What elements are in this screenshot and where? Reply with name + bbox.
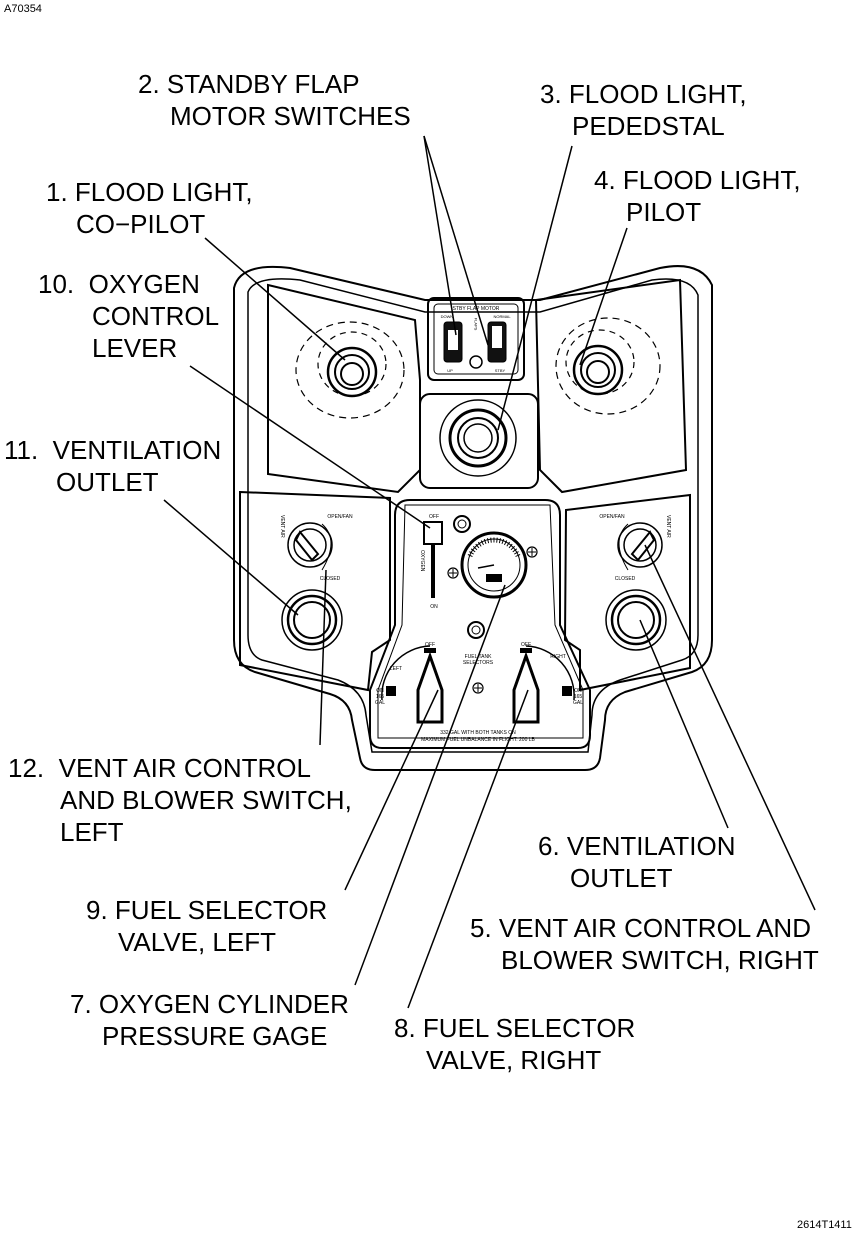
stby-flap-motor-panel: STBY FLAP MOTOR DOWN NORMAL FLAPS UP STB… bbox=[427, 297, 525, 381]
svg-text:STBY FLAP MOTOR: STBY FLAP MOTOR bbox=[453, 306, 500, 312]
leader-7 bbox=[354, 584, 506, 986]
callout-4: 4. FLOOD LIGHT, PILOT bbox=[594, 165, 801, 227]
callout-9: 9. FUEL SELECTOR VALVE, LEFT bbox=[86, 895, 328, 957]
fuel-selector-left: OFF LEFT ON 165 GAL bbox=[375, 642, 444, 724]
fuel-note-2: MAXIMUM FUEL UNBALANCE IN FLIGHT: 200 LB bbox=[421, 737, 535, 743]
svg-text:GAL: GAL bbox=[375, 700, 385, 706]
svg-text:UP: UP bbox=[447, 368, 453, 373]
leader-2a bbox=[423, 135, 457, 336]
svg-text:FLAPS: FLAPS bbox=[474, 318, 479, 331]
svg-text:VENT AIR: VENT AIR bbox=[279, 515, 285, 538]
leader-6 bbox=[639, 619, 729, 829]
svg-text:OXYGEN: OXYGEN bbox=[419, 550, 425, 572]
svg-text:OFF: OFF bbox=[425, 642, 435, 648]
leader-3 bbox=[497, 145, 573, 431]
lower-right-panel bbox=[563, 493, 691, 692]
leader-12 bbox=[319, 569, 327, 746]
svg-text:CLOSED: CLOSED bbox=[320, 576, 341, 582]
svg-text:OPEN/FAN: OPEN/FAN bbox=[599, 514, 625, 520]
svg-text:165: 165 bbox=[376, 694, 385, 700]
callout-12: 12. VENT AIR CONTROL AND BLOWER SWITCH, … bbox=[8, 753, 352, 847]
vent-air-control-right: VENT AIR OPEN/FAN CLOSED bbox=[599, 514, 671, 582]
leader-9 bbox=[344, 689, 439, 891]
svg-text:OFF: OFF bbox=[429, 514, 439, 520]
svg-text:LEFT: LEFT bbox=[390, 666, 402, 672]
leader-2b bbox=[423, 135, 489, 346]
svg-text:165: 165 bbox=[574, 694, 583, 700]
oxygen-knob bbox=[453, 515, 471, 533]
pedestal-inner-outline bbox=[247, 278, 699, 753]
leader-lines bbox=[163, 135, 816, 1009]
center-panel-inner bbox=[377, 504, 584, 739]
leader-1 bbox=[204, 237, 346, 361]
upper-right-panel bbox=[534, 278, 688, 494]
fuel-selector-right: OFF RIGHT ON 165 GAL bbox=[512, 642, 583, 724]
leader-10 bbox=[189, 365, 431, 529]
sheet-reference: 2614T1411 bbox=[797, 1219, 852, 1231]
svg-text:DOWN: DOWN bbox=[441, 314, 454, 319]
figure-id: A70354 bbox=[4, 3, 42, 15]
ventilation-outlet-left bbox=[281, 589, 343, 651]
callout-7: 7. OXYGEN CYLINDER PRESSURE GAGE bbox=[70, 989, 349, 1051]
svg-text:STBY: STBY bbox=[495, 368, 506, 373]
callout-2: 2. STANDBY FLAP MOTOR SWITCHES bbox=[138, 69, 411, 131]
vent-air-control-left: VENT AIR OPEN/FAN CLOSED bbox=[279, 514, 353, 582]
svg-text:SELECTORS: SELECTORS bbox=[463, 660, 494, 666]
pedestal-outline bbox=[233, 265, 713, 771]
center-control-panel bbox=[369, 499, 591, 749]
ventilation-outlet-right bbox=[605, 589, 667, 651]
callout-5: 5. VENT AIR CONTROL AND BLOWER SWITCH, R… bbox=[470, 913, 819, 975]
svg-text:OFF: OFF bbox=[521, 642, 531, 648]
svg-text:RIGHT: RIGHT bbox=[550, 654, 566, 660]
svg-text:ON: ON bbox=[430, 604, 438, 610]
svg-text:GAL: GAL bbox=[573, 700, 583, 706]
callout-6: 6. VENTILATION OUTLET bbox=[538, 831, 736, 893]
svg-text:ON: ON bbox=[574, 688, 582, 694]
callout-3: 3. FLOOD LIGHT, PEDEDSTAL bbox=[540, 79, 747, 141]
oxygen-control-lever: OFF OXYGEN ON bbox=[419, 514, 443, 610]
svg-text:CLOSED: CLOSED bbox=[615, 576, 636, 582]
svg-text:OPEN/FAN: OPEN/FAN bbox=[327, 514, 353, 520]
flood-light-pilot bbox=[555, 317, 661, 415]
oxygen-pressure-gage bbox=[460, 531, 528, 599]
leader-11 bbox=[163, 499, 299, 616]
callout-10: 10. OXYGEN CONTROL LEVER bbox=[38, 269, 220, 363]
leader-8 bbox=[407, 689, 529, 1009]
callout-11: 11. VENTILATION OUTLET bbox=[4, 435, 222, 497]
svg-text:VENT AIR: VENT AIR bbox=[665, 515, 671, 538]
svg-text:NORMAL: NORMAL bbox=[493, 314, 511, 319]
upper-left-panel bbox=[267, 283, 421, 494]
svg-text:ON: ON bbox=[376, 688, 384, 694]
callout-8: 8. FUEL SELECTOR VALVE, RIGHT bbox=[394, 1013, 636, 1075]
fuel-note-1: 332 GAL WITH BOTH TANKS ON bbox=[440, 730, 516, 736]
flood-light-copilot bbox=[295, 321, 405, 419]
lower-left-panel bbox=[239, 490, 391, 692]
flood-light-pedestal bbox=[419, 393, 539, 489]
callout-1: 1. FLOOD LIGHT, CO−PILOT bbox=[46, 177, 253, 239]
leader-5 bbox=[644, 544, 816, 911]
leader-4 bbox=[579, 227, 628, 366]
